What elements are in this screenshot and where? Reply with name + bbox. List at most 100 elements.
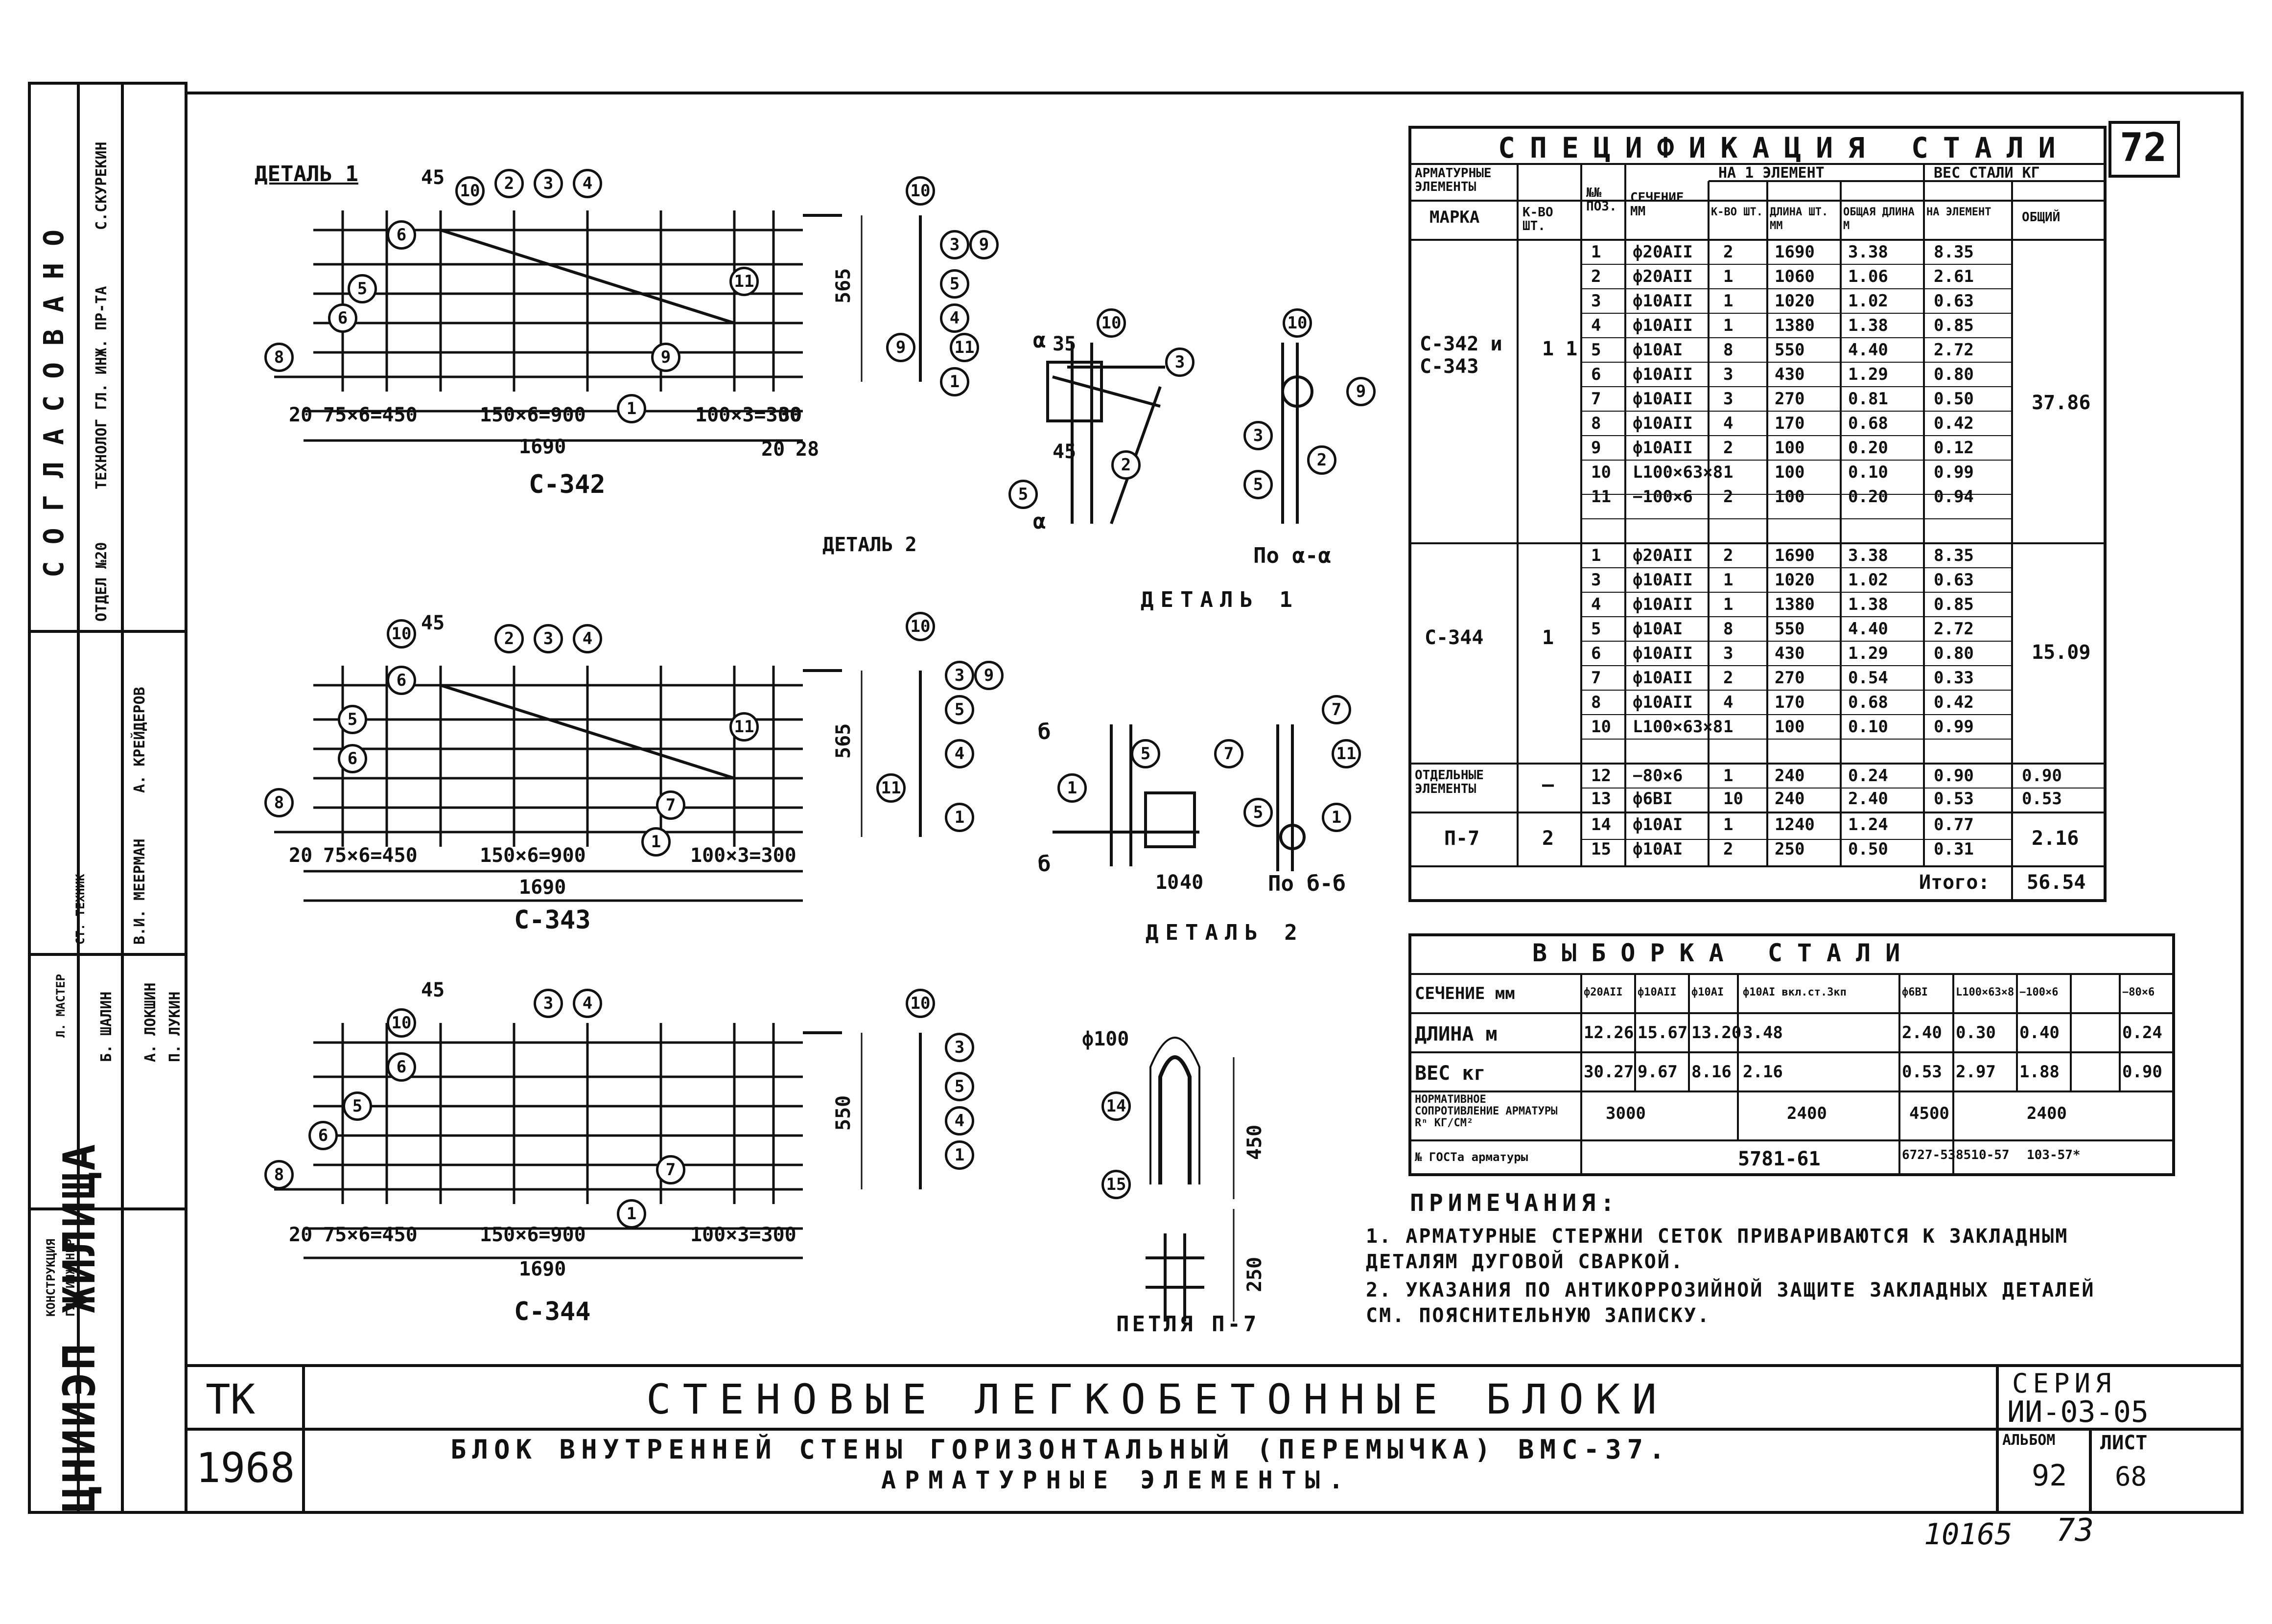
spec-count-c344: 1 xyxy=(1542,626,1554,649)
spec-h-per-el: НА ЭЛЕМЕНТ xyxy=(1926,206,1991,218)
pos-8-c343: 8 xyxy=(264,788,294,817)
spec-cell: 0.63 xyxy=(1934,291,1974,311)
tb-year: 1968 xyxy=(196,1444,295,1492)
d2b-pos-1: 1 xyxy=(1322,803,1351,832)
stamp-name-skurekin: С.СКУРЕКИН xyxy=(93,141,110,230)
vyborka-cell: 5781-61 xyxy=(1738,1148,1821,1170)
pos-2-c343: 2 xyxy=(494,624,524,653)
spec-cell: L100×63×8 xyxy=(1633,463,1723,482)
spec-mark-p7: П-7 xyxy=(1444,827,1480,850)
vyborka-cell: L100×63×8 xyxy=(1956,986,2014,998)
spec-cell: −80×6 xyxy=(1633,766,1683,786)
spec-cell: 10 xyxy=(1591,717,1611,737)
spec-cell: 2 xyxy=(1723,438,1733,458)
stamp-name-meerman: В.И. МЕЕРМАН xyxy=(131,838,148,945)
detail2-mark-b-bottom: б xyxy=(1038,852,1051,877)
tb-subtitle1: БЛОК ВНУТРЕННЕЙ СТЕНЫ ГОРИЗОНТАЛЬНЫЙ (ПЕ… xyxy=(450,1434,1671,1465)
detail1-callout: ДЕТАЛЬ 1 xyxy=(255,162,358,186)
loop-dim-250: 250 xyxy=(1243,1256,1266,1292)
sec2-pos-1: 1 xyxy=(945,803,974,832)
spec-h-length: ДЛИНА ШТ. ММ xyxy=(1770,206,1828,232)
spec-cell: ф10АII xyxy=(1633,291,1693,311)
vyborka-cell: 0.30 xyxy=(1956,1023,1996,1043)
pos-1-c343: 1 xyxy=(641,827,671,857)
view-title-c344: С-344 xyxy=(514,1297,591,1326)
spec-cell: ф10АII xyxy=(1633,365,1693,384)
d1b-pos-2: 2 xyxy=(1307,445,1336,475)
stamp-otdel: ОТДЕЛ №20 xyxy=(93,542,110,622)
mesh-c344 xyxy=(274,1023,803,1259)
spec-cell: 0.20 xyxy=(1848,487,1888,507)
pos-10-c344: 10 xyxy=(387,1008,416,1038)
spec-cell: 0.24 xyxy=(1848,766,1888,786)
loop-pos-14: 14 xyxy=(1101,1091,1131,1121)
vyborka-cell: 2.97 xyxy=(1956,1062,1996,1082)
d1b-pos-5: 5 xyxy=(1243,470,1273,499)
spec-mark-c344: С-344 xyxy=(1425,626,1484,649)
view-title-c342: С-342 xyxy=(529,470,606,499)
dim-c344-550: 550 xyxy=(832,1095,855,1131)
spec-cell: 1 xyxy=(1723,316,1733,335)
spec-cell: 1 xyxy=(1723,766,1733,786)
detail2-title: ДЕТАЛЬ 2 xyxy=(1146,920,1304,945)
spec-cell: 3.38 xyxy=(1848,242,1888,262)
spec-cell: ф10АII xyxy=(1633,414,1693,433)
spec-cell: 0.33 xyxy=(1934,668,1974,688)
spec-cell: 4 xyxy=(1723,693,1733,712)
pos-2-c342: 2 xyxy=(494,169,524,198)
spec-cell: 550 xyxy=(1775,340,1805,360)
vyborka-cell: ф20АII xyxy=(1584,986,1623,998)
sec2-pos-11: 11 xyxy=(876,773,906,803)
tb-series-label: СЕРИЯ xyxy=(2012,1368,2116,1399)
spec-cell: 1 xyxy=(1723,267,1733,286)
spec-cell: 1.24 xyxy=(1848,815,1888,835)
stamp-technolog: ТЕХНОЛОГ ГЛ. ИНЖ. ПР-ТА xyxy=(93,286,110,489)
spec-cell: 11 xyxy=(1591,487,1611,507)
spec-cell: 240 xyxy=(1775,766,1805,786)
spec-cell: 1 xyxy=(1723,291,1733,311)
spec-cell: 100 xyxy=(1775,438,1805,458)
spec-h-section: СЕЧЕНИЕ ММ xyxy=(1630,190,1684,219)
spec-cell: 10 xyxy=(1723,789,1743,809)
detail2-section: По б-б xyxy=(1268,871,1346,896)
vyborka-title: ВЫБОРКА СТАЛИ xyxy=(1532,939,1915,967)
spec-cell: 0.10 xyxy=(1848,463,1888,482)
spec-cell: 1 xyxy=(1591,242,1601,262)
spec-cell: ф10АII xyxy=(1633,389,1693,409)
tb-list: 68 xyxy=(2115,1461,2147,1492)
spec-cell: ф10АI xyxy=(1633,839,1683,859)
spec-cell: 7 xyxy=(1591,668,1601,688)
pos-6b-c344: 6 xyxy=(308,1121,338,1150)
spec-count-p7: 2 xyxy=(1542,827,1554,850)
sheet-no-box xyxy=(2108,121,2180,178)
spec-cell: 250 xyxy=(1775,839,1805,859)
spec-h-total-len: ОБЩАЯ ДЛИНА М xyxy=(1843,206,1915,232)
spec-cell: 1380 xyxy=(1775,316,1815,335)
spec-cell: 15 xyxy=(1591,839,1611,859)
sec2-pos-9: 9 xyxy=(974,661,1004,690)
spec-cell: 0.10 xyxy=(1848,717,1888,737)
pos-1-c344: 1 xyxy=(617,1199,646,1229)
spec-cell: 8 xyxy=(1591,693,1601,712)
vyborka-cell: 0.90 xyxy=(2122,1062,2162,1082)
spec-cell: ф20АII xyxy=(1633,546,1693,565)
vyborka-cell: 1.88 xyxy=(2019,1062,2060,1082)
vyb-label-gost: № ГОСТа арматуры xyxy=(1415,1150,1528,1164)
spec-cell: 0.90 xyxy=(1934,766,1974,786)
vyborka-cell: 0.53 xyxy=(1902,1062,1942,1082)
pos-1-c342: 1 xyxy=(617,394,646,423)
tb-tk: ТК xyxy=(206,1375,256,1423)
pos-8-c342: 8 xyxy=(264,343,294,372)
details xyxy=(1046,343,1313,1322)
spec-cell: 0.53 xyxy=(2022,789,2062,809)
pos-4-c343: 4 xyxy=(573,624,602,653)
d1-pos-3: 3 xyxy=(1165,348,1195,377)
vyborka-cell: 8510-57 xyxy=(1956,1148,2010,1162)
spec-cell: 3 xyxy=(1591,291,1601,311)
dim-c344-450: 75×6=450 xyxy=(323,1224,418,1246)
dim-c342-900: 150×6=900 xyxy=(480,404,586,426)
spec-cell: 100 xyxy=(1775,463,1805,482)
spec-cell: 0.90 xyxy=(2022,766,2062,786)
pos-5-c344: 5 xyxy=(343,1091,372,1121)
d1-pos-10: 10 xyxy=(1097,308,1126,338)
